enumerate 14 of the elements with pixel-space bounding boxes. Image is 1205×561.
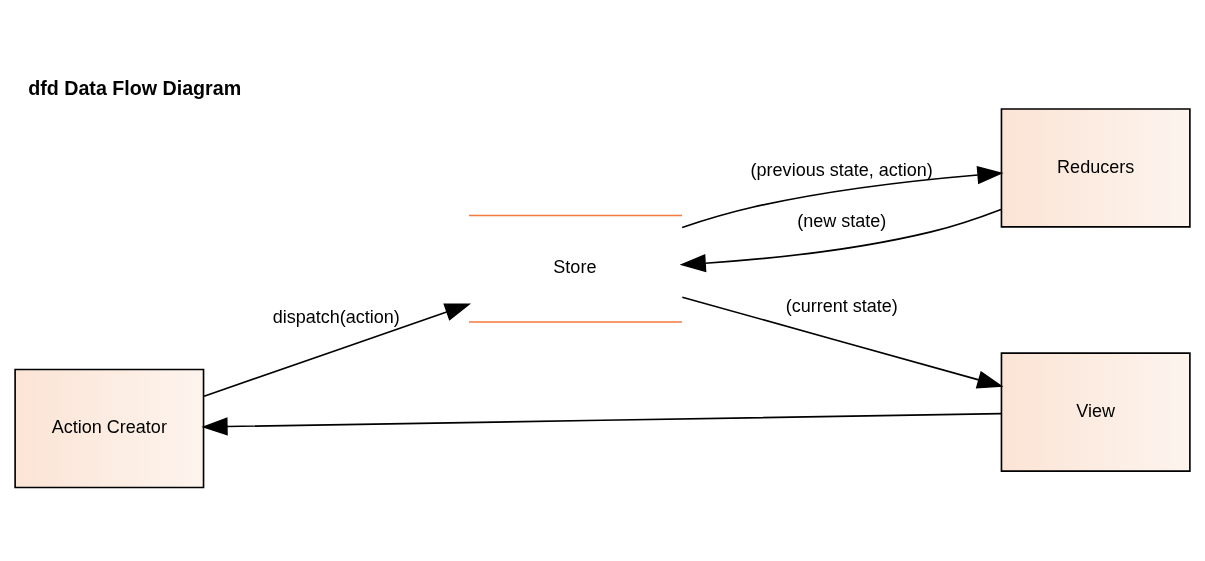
- edge-label: (previous state, action): [750, 159, 933, 180]
- arrow: [681, 165, 1004, 228]
- arrow: [679, 208, 1002, 272]
- node-box: Action Creator: [14, 368, 205, 488]
- diagram-title: dfd Data Flow Diagram: [28, 76, 242, 99]
- node-text: Store: [553, 256, 597, 277]
- edge-label: (new state): [797, 210, 887, 231]
- arrow: [203, 302, 472, 397]
- arrow: [201, 412, 1002, 436]
- edge-label: (current state): [785, 295, 898, 316]
- node-box: View: [1000, 351, 1191, 472]
- arrow: [681, 295, 1004, 389]
- node-box: Reducers: [1000, 107, 1191, 228]
- edge-label: dispatch(action): [272, 306, 400, 327]
